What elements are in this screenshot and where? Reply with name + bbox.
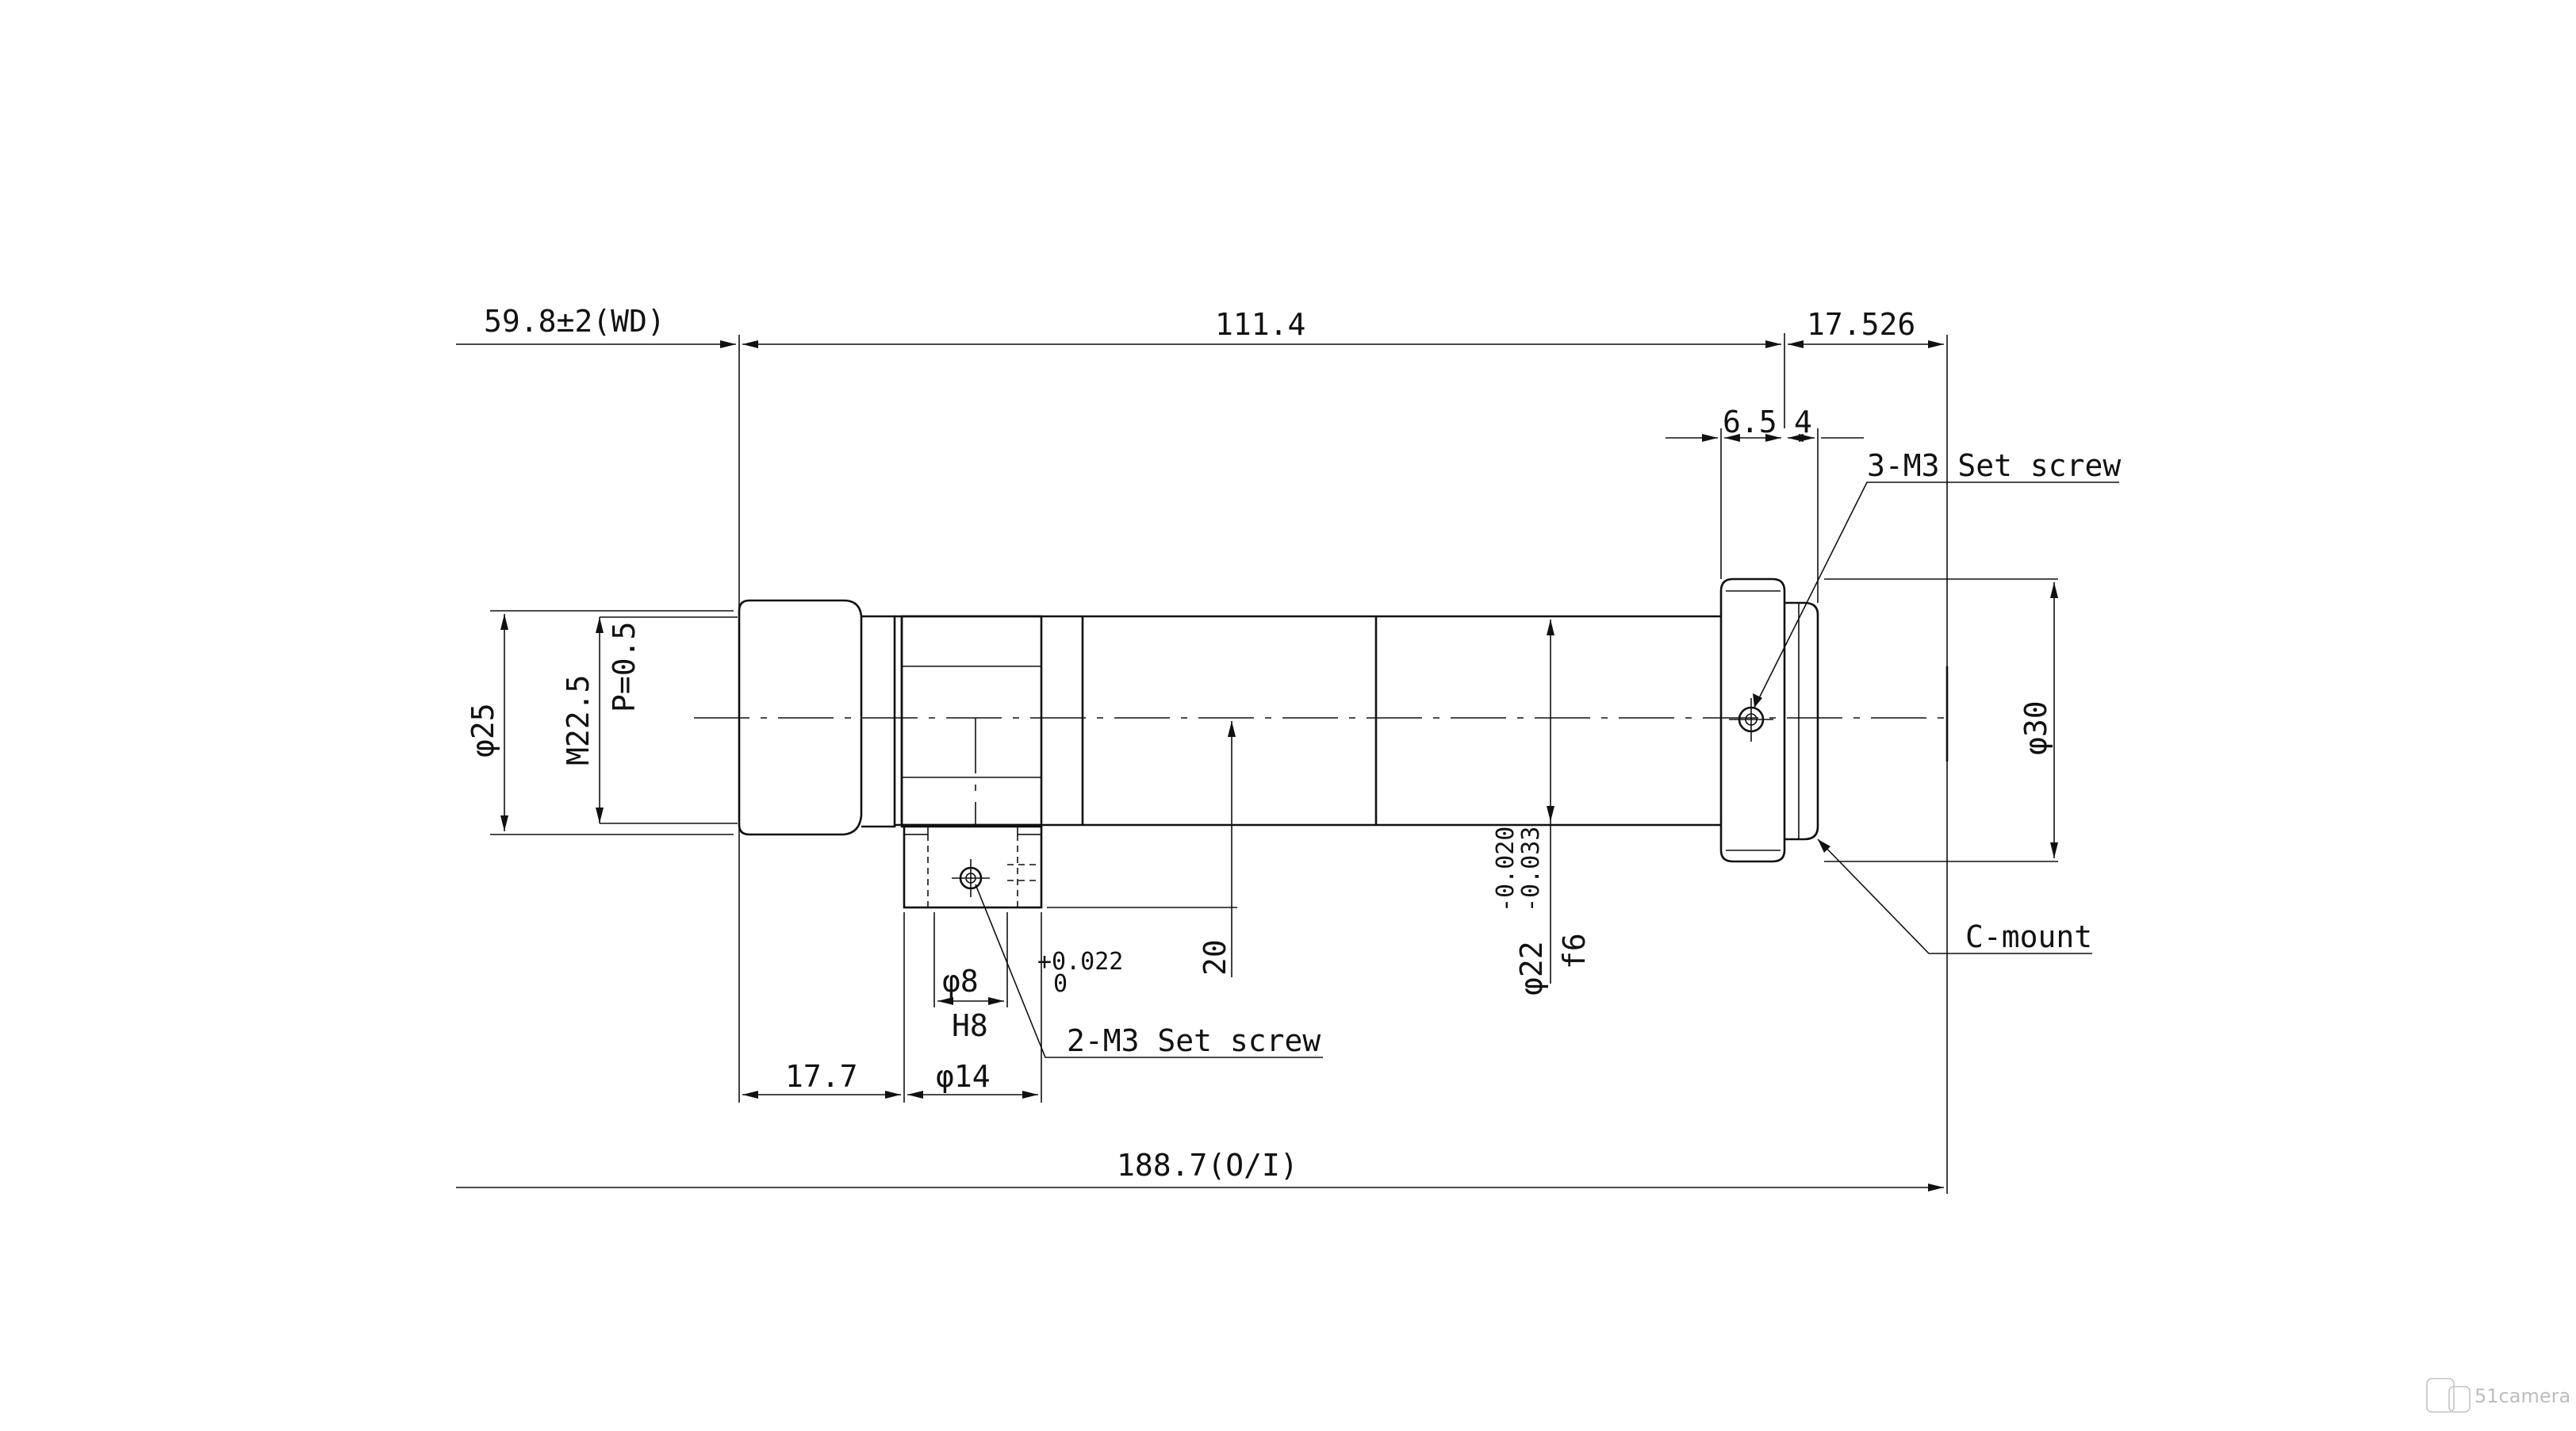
lens-body (738, 577, 1819, 909)
leader-arrow-3 (1753, 693, 1762, 708)
leader-set-screw-3 (1754, 481, 2119, 708)
leader-set-screw-2 (975, 884, 1323, 1058)
label-d22-tol-upper: -0.020 (1492, 827, 1520, 912)
label-d22-tol-lower: -0.033 (1517, 827, 1545, 912)
label-m22-5: M22.5 (561, 675, 596, 765)
label-4: 4 (1794, 405, 1812, 439)
label-20: 20 (1198, 939, 1232, 976)
label-111-4: 111.4 (1215, 307, 1305, 342)
watermark-logo-icon-2 (2448, 1386, 2471, 1413)
c-mount-thread (1784, 601, 1819, 841)
label-17-526: 17.526 (1807, 307, 1915, 342)
leader-arrow-cmount (1818, 839, 1830, 853)
extension-lines (490, 333, 2058, 1194)
leaders (975, 481, 2119, 1058)
watermark: 51camera (2426, 1378, 2570, 1413)
dimension-labels: 59.8±2(WD) 111.4 17.526 6.5 4 φ25 M22.5 … (466, 304, 2121, 1183)
label-total: 188.7(O/I) (1117, 1148, 1298, 1183)
label-d8-tol-upper: +0.022 (1037, 948, 1123, 976)
mount-pin (903, 823, 1043, 909)
label-6-5: 6.5 (1723, 405, 1777, 439)
label-d8: φ8 (942, 964, 979, 999)
taper-section (861, 615, 896, 828)
label-d8-tol-lower: 0 (1053, 970, 1068, 998)
label-d30: φ30 (2018, 700, 2053, 755)
label-d22: φ22 (1514, 941, 1549, 996)
pin-tab-right (1017, 824, 1042, 835)
label-17-7: 17.7 (785, 1059, 858, 1094)
label-set-screw-2: 2-M3 Set screw (1067, 1023, 1321, 1058)
rear-collar (1719, 577, 1786, 863)
watermark-text: 51camera (2474, 1385, 2570, 1407)
label-d14: φ14 (936, 1059, 991, 1094)
label-d25: φ25 (466, 703, 500, 758)
label-set-screw-3: 3-M3 Set screw (1867, 448, 2121, 483)
watermark-logo-icon (2426, 1378, 2455, 1413)
label-wd: 59.8±2(WD) (484, 304, 665, 339)
pin-tab-left (903, 824, 929, 835)
leader-c-mount (1817, 838, 2092, 954)
mounting-block (900, 615, 1043, 828)
label-h8: H8 (952, 1008, 988, 1043)
main-tube (895, 615, 1721, 827)
dimension-lines (456, 340, 2058, 1191)
label-c-mount: C-mount (1965, 919, 2092, 954)
label-pitch: P=0.5 (607, 622, 642, 712)
label-f6: f6 (1557, 933, 1592, 969)
